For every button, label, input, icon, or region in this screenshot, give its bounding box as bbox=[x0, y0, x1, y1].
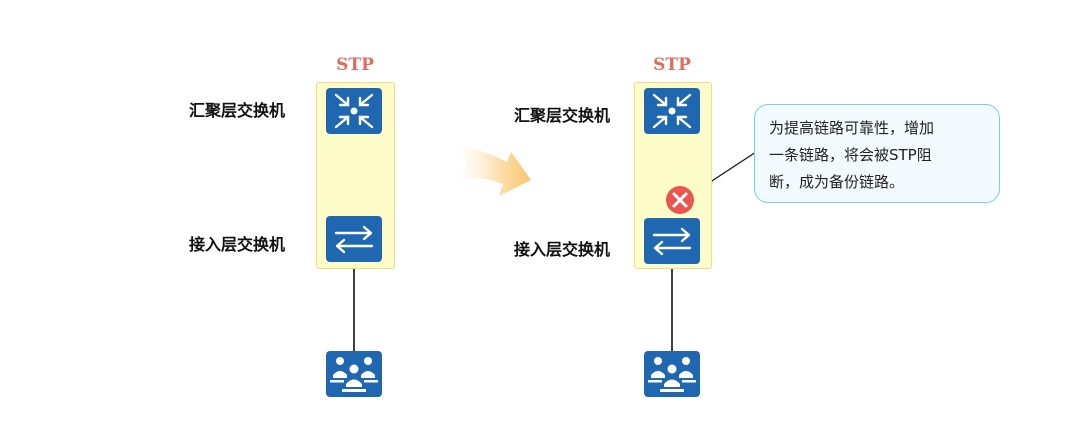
aggregation-label-right: 汇聚层交换机 bbox=[514, 106, 611, 125]
user-group-icon bbox=[330, 357, 378, 392]
callout-line-3: 断，成为备份链路。 bbox=[769, 173, 905, 191]
callout-box: 为提高链路可靠性，增加 一条链路，将会被STP阻 断，成为备份链路。 bbox=[754, 104, 1000, 203]
access-switch-right[interactable] bbox=[644, 218, 700, 264]
aggregation-switch-left[interactable] bbox=[326, 88, 382, 134]
callout-line-1: 为提高链路可靠性，增加 bbox=[769, 119, 935, 137]
user-group-right[interactable] bbox=[644, 351, 700, 397]
stp-label-left: STP bbox=[336, 55, 374, 75]
aggregation-label-left: 汇聚层交换机 bbox=[189, 101, 286, 120]
blocked-link-icon[interactable] bbox=[665, 185, 695, 215]
l3-switch-icon bbox=[652, 93, 692, 129]
aggregation-switch-right[interactable] bbox=[644, 88, 700, 134]
access-switch-left[interactable] bbox=[326, 216, 382, 262]
transition-arrow-icon bbox=[457, 146, 531, 196]
access-label-left: 接入层交换机 bbox=[189, 235, 286, 254]
user-group-left[interactable] bbox=[326, 351, 382, 397]
l2-switch-icon bbox=[334, 225, 374, 254]
user-group-icon bbox=[648, 357, 696, 392]
callout-line-2: 一条链路，将会被STP阻 bbox=[769, 146, 932, 164]
l3-switch-icon bbox=[334, 93, 374, 129]
access-label-right: 接入层交换机 bbox=[514, 240, 611, 259]
stp-label-right: STP bbox=[653, 55, 691, 75]
l2-switch-icon bbox=[652, 227, 692, 256]
